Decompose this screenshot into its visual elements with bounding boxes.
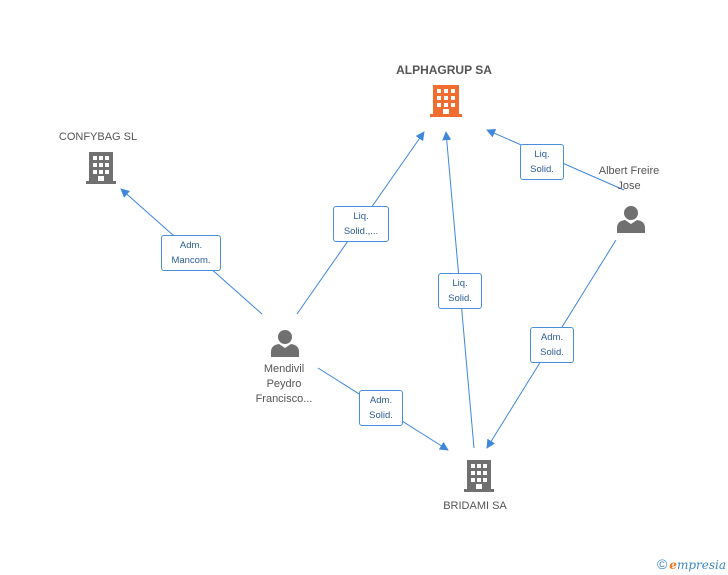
node-label-confybag[interactable]: CONFYBAG SL — [40, 130, 156, 145]
edge-role-line: Liq. — [534, 149, 550, 160]
edge-role-line: Liq. — [353, 211, 369, 222]
edge-role-line: Solid. — [540, 347, 564, 358]
person-name-line[interactable]: Peydro — [266, 378, 302, 390]
edge-role-line: Liq. — [452, 278, 468, 289]
empresia-logo: ©empresia — [657, 556, 726, 572]
node-label-bridami[interactable]: BRIDAMI SA — [420, 499, 530, 514]
company-name[interactable]: BRIDAMI SA — [443, 500, 507, 512]
edge-label-mendivil-alphagrup[interactable]: Liq. Solid.,... — [333, 206, 389, 242]
building-icon[interactable] — [86, 152, 116, 184]
company-name[interactable]: CONFYBAG SL — [58, 131, 138, 143]
edge-role-line: Adm. — [369, 395, 393, 406]
edge-role-line: Solid. — [448, 293, 472, 304]
building-icon[interactable] — [430, 85, 462, 117]
brand-name: mpresia — [676, 558, 726, 572]
person-name-line[interactable]: Jose — [617, 180, 641, 192]
node-label-mendivil[interactable]: Mendivil Peydro Francisco... — [236, 362, 332, 407]
edge-role-line: Solid.,... — [343, 226, 379, 237]
copyright-symbol: © — [656, 556, 668, 572]
company-name[interactable]: ALPHAGRUP SA — [396, 63, 492, 77]
node-label-albert[interactable]: Albert Freire Jose — [578, 164, 680, 194]
edge-label-bridami-alphagrup[interactable]: Liq. Solid. — [438, 273, 482, 309]
building-icon[interactable] — [464, 460, 494, 492]
edge-role-line: Solid. — [369, 410, 393, 421]
person-name-line[interactable]: Francisco... — [255, 393, 313, 405]
person-icon[interactable] — [271, 330, 299, 357]
edge-label-mendivil-confybag[interactable]: Adm. Mancom. — [161, 235, 221, 271]
person-name-line[interactable]: Mendivil — [263, 363, 305, 375]
edge-role-line: Mancom. — [171, 255, 211, 266]
edge-label-albert-alphagrup[interactable]: Liq. Solid. — [520, 144, 564, 180]
person-icon[interactable] — [617, 206, 645, 233]
edge-role-line: Adm. — [540, 332, 564, 343]
edge-role-line: Solid. — [530, 164, 554, 175]
edge-label-albert-bridami[interactable]: Adm. Solid. — [530, 327, 574, 363]
edge-role-line: Adm. — [179, 240, 203, 251]
person-name-line[interactable]: Albert Freire — [598, 165, 660, 177]
brand-initial: e — [669, 558, 677, 572]
edge-label-mendivil-bridami[interactable]: Adm. Solid. — [359, 390, 403, 426]
node-label-alphagrup[interactable]: ALPHAGRUP SA — [384, 63, 504, 78]
